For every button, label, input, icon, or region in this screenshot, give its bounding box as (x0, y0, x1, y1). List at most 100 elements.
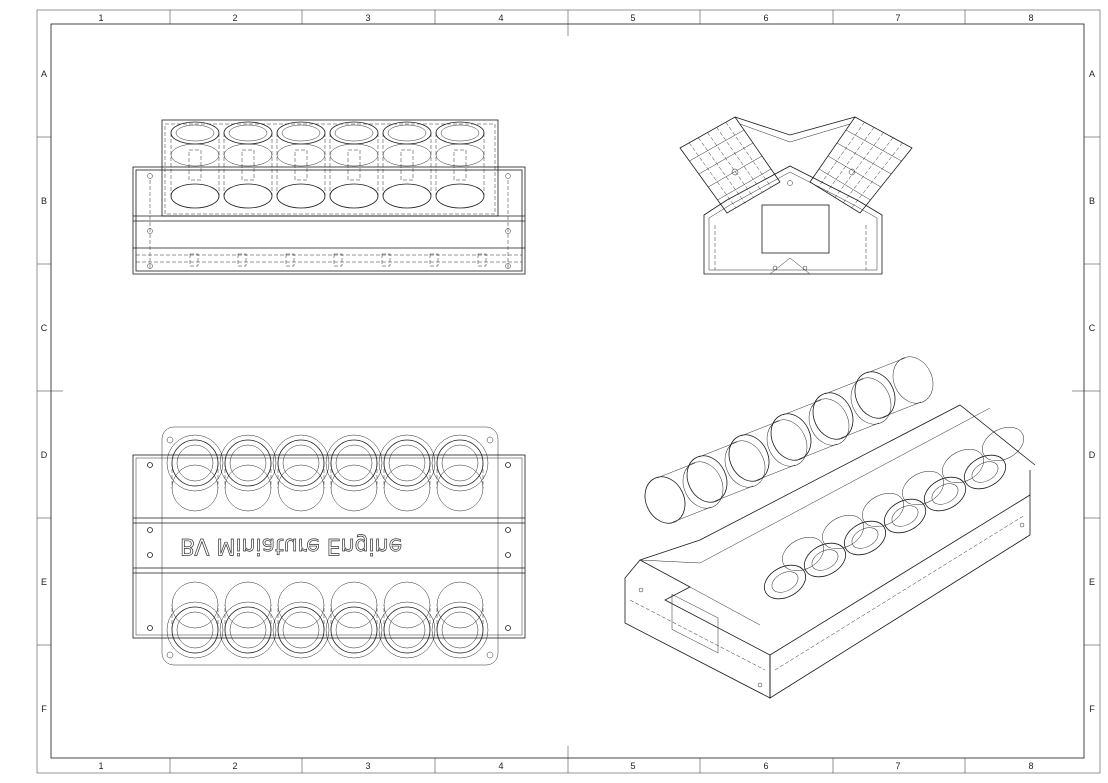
stud-hidden (453, 149, 467, 181)
cylinder-bore (170, 121, 220, 145)
cylinder-bore (963, 454, 1007, 490)
cylinder-top (682, 461, 724, 509)
cylinder-top (892, 356, 934, 404)
head-rib (717, 168, 772, 201)
cylinder-bore-inner (388, 444, 426, 482)
cylinder-top (902, 470, 944, 506)
cylinder-edge (756, 464, 796, 481)
cylinder-bore (686, 455, 728, 503)
cylinder-bore (224, 606, 272, 654)
head-hidden-line (688, 142, 737, 208)
cylinder-liner (224, 581, 272, 629)
cylinder-bore-inner (176, 611, 214, 649)
column-label: 8 (1028, 761, 1033, 771)
stud-hidden (188, 149, 202, 181)
bolt-hole (505, 462, 511, 468)
head-hidden-line (843, 137, 894, 203)
top-view-bolts (147, 436, 511, 659)
cylinder-bore-inner (228, 124, 268, 142)
head-rib (818, 168, 871, 201)
cylinder-bore (171, 439, 219, 487)
head-hidden-line (725, 122, 772, 188)
cylinder-bore-inner (176, 444, 214, 482)
bolt-hole (505, 173, 511, 179)
cylinder-liner (277, 464, 325, 512)
head-bolt (848, 168, 856, 176)
cylinder-bore (883, 498, 927, 534)
cylinder-top (782, 536, 824, 572)
cylinder-bore-inner (175, 124, 215, 142)
cylinder-bore (854, 371, 896, 419)
column-label: 6 (763, 13, 768, 23)
row-label: D (41, 450, 48, 460)
head-rib (698, 142, 754, 175)
row-label: B (41, 196, 47, 206)
bolt-hole (147, 173, 153, 179)
cylinder-top (766, 419, 808, 467)
row-label: A (41, 69, 47, 79)
zone-ticks (37, 10, 1100, 773)
head-hidden-line (851, 142, 903, 208)
cylinder-liner (171, 581, 219, 629)
top-view: BV Miniature Engine (132, 426, 526, 666)
column-label: 2 (232, 761, 237, 771)
slot-hidden (429, 253, 439, 267)
cylinder-bore-inner (811, 549, 839, 571)
column-label: 5 (630, 13, 635, 23)
cylinder-bore-inner (388, 611, 426, 649)
bolt-hole (147, 228, 153, 234)
cylinder-bore-inner (281, 124, 321, 142)
cylinder-edge (882, 401, 922, 418)
row-label: D (1089, 450, 1096, 460)
cylinder-bore-inner (335, 611, 373, 649)
column-label: 6 (763, 761, 768, 771)
cylinder-edge (714, 485, 754, 502)
cylinder-top (724, 440, 766, 488)
cylinder-liner (223, 143, 273, 167)
column-labels-top: 1 2 3 4 5 6 7 8 (98, 13, 1033, 23)
column-labels-bottom: 1 2 3 4 5 6 7 8 (98, 761, 1033, 771)
row-label: F (1089, 704, 1095, 714)
cylinder-bore-inner (441, 611, 479, 649)
cylinder-bore (171, 606, 219, 654)
cylinder-bore (224, 439, 272, 487)
cylinder-bore (803, 542, 847, 578)
cylinder-flange (166, 601, 224, 659)
cylinder-skirt (170, 183, 220, 209)
head-rib (689, 129, 745, 162)
cylinder-liner (383, 464, 431, 512)
slot-hidden (333, 253, 343, 267)
cylinder-liner (330, 581, 378, 629)
bolt-hole (505, 263, 511, 269)
row-label: F (41, 704, 47, 714)
cylinder-bore (276, 121, 326, 145)
cylinder-top (942, 448, 984, 484)
row-labels-right: A B C D E F (1089, 69, 1096, 714)
mount-hole (166, 651, 174, 659)
cylinder-liner (383, 581, 431, 629)
cylinder-liner (435, 143, 485, 167)
head-hidden-line (818, 122, 865, 188)
cylinder-edge (798, 443, 838, 460)
cylinder-liner (436, 581, 484, 629)
cylinder-bore-inner (851, 527, 879, 549)
cylinder-bore (812, 392, 854, 440)
head-bolt (731, 168, 739, 176)
cylinder-flange (272, 601, 330, 659)
side-view-window (761, 204, 830, 254)
head-rib (827, 155, 881, 188)
cylinder-edge (672, 506, 712, 523)
row-label: B (1089, 196, 1095, 206)
front-view-cylinders (170, 121, 485, 209)
cylinder-bore (223, 121, 273, 145)
column-label: 5 (630, 761, 635, 771)
cylinder-bore (277, 606, 325, 654)
cylinder-liner (436, 464, 484, 512)
cylinder-bore (644, 476, 686, 524)
head-hidden-line (834, 132, 884, 198)
bolt-hole (147, 527, 153, 533)
cylinder-bore-inner (334, 124, 374, 142)
cylinder-top (862, 492, 904, 528)
cylinder-flange (219, 601, 277, 659)
cylinder-bore (435, 121, 485, 145)
